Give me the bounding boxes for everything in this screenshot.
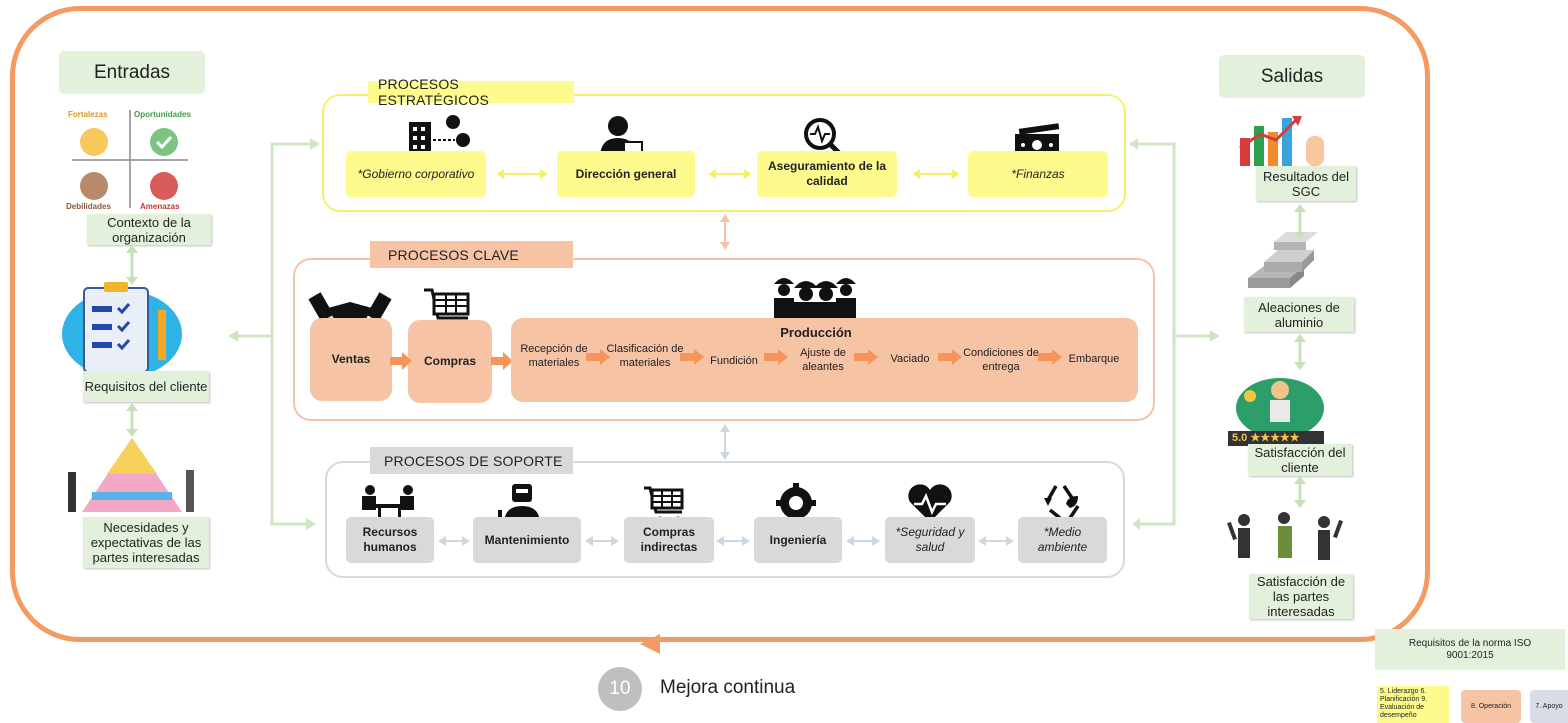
support-processes-group bbox=[325, 461, 1125, 578]
support-box-hr: Recursos humanos bbox=[346, 517, 434, 563]
swot-icon bbox=[72, 110, 188, 208]
key-box-sales: Ventas bbox=[310, 318, 392, 401]
strategic-box-governance: *Gobierno corporativo bbox=[346, 151, 486, 197]
strategic-arrow-2 bbox=[708, 169, 752, 179]
strategic-arrow-1 bbox=[496, 169, 548, 179]
support-box-engineering: Ingeniería bbox=[754, 517, 842, 563]
aluminum-ingots-icon bbox=[1248, 232, 1318, 288]
step-arrow-2 bbox=[680, 349, 704, 365]
key-processes-group bbox=[293, 258, 1155, 421]
step-reception: Recepción de materiales bbox=[520, 343, 588, 369]
legend-yellow: 5. Liderazgo 6. Planificación 9. Evaluac… bbox=[1377, 686, 1449, 723]
legend-gray: 7. Apoyo bbox=[1530, 690, 1568, 723]
output-stakeholder-satisfaction: Satisfacción de las partes interesadas bbox=[1249, 574, 1353, 619]
finance-icon bbox=[1015, 123, 1060, 156]
step-shipping: Embarque bbox=[1068, 353, 1120, 365]
right-connector-1 bbox=[1294, 204, 1306, 240]
strategic-processes-group bbox=[322, 94, 1126, 212]
strategic-box-finance: *Finanzas bbox=[968, 151, 1108, 197]
key-processes-title: PROCESOS CLAVE bbox=[370, 241, 573, 268]
support-box-indirect-purchasing: Compras indirectas bbox=[624, 517, 714, 563]
right-connector-2 bbox=[1294, 334, 1306, 370]
support-arrow-4 bbox=[846, 536, 880, 546]
right-connector-3 bbox=[1294, 476, 1306, 508]
support-arrow-3 bbox=[716, 536, 750, 546]
inputs-header: Entradas bbox=[59, 51, 205, 94]
outputs-header: Salidas bbox=[1219, 55, 1365, 98]
input-stakeholder-needs: Necesidades y expectativas de las partes… bbox=[83, 517, 209, 568]
support-arrow-1 bbox=[438, 536, 470, 546]
swot-weaknesses: Debilidades bbox=[66, 202, 111, 211]
input-context: Contexto de la organización bbox=[87, 214, 211, 245]
strategic-processes-title: PROCESOS ESTRATÉGICOS bbox=[368, 76, 574, 108]
step-arrow-5 bbox=[938, 349, 962, 365]
support-arrow-5 bbox=[978, 536, 1014, 546]
results-chart-icon bbox=[1239, 116, 1324, 166]
frame-arrow-icon bbox=[640, 634, 660, 654]
key-arrow-sales bbox=[390, 352, 412, 370]
swot-strengths: Fortalezas bbox=[68, 110, 108, 119]
checklist-icon bbox=[62, 282, 182, 378]
human-resources-icon bbox=[362, 485, 414, 522]
continuous-improvement-label: Mejora continua bbox=[660, 677, 796, 698]
step-arrow-6 bbox=[1038, 349, 1062, 365]
swot-graphic: Fortalezas Oportunidades Debilidades Ame… bbox=[64, 104, 196, 212]
health-safety-heart-icon bbox=[908, 484, 952, 522]
step-delivery-conditions: Condiciones de entrega bbox=[963, 347, 1039, 373]
step-classification: Clasificación de materiales bbox=[606, 343, 684, 369]
shopping-cart-icon bbox=[424, 288, 470, 332]
improvement-number-badge: 10 bbox=[598, 667, 642, 711]
swot-opportunities: Oportunidades bbox=[134, 110, 191, 119]
step-arrow-1 bbox=[586, 349, 610, 365]
strategic-box-management: Dirección general bbox=[557, 151, 695, 197]
support-box-safety: *Seguridad y salud bbox=[885, 517, 975, 563]
production-box bbox=[511, 318, 1138, 402]
production-label: Producción bbox=[780, 325, 852, 340]
outputs-bracket-connector bbox=[1130, 138, 1220, 530]
left-connector-2 bbox=[126, 403, 138, 437]
strategic-key-connector bbox=[720, 214, 730, 250]
support-processes-title: PROCESOS DE SOPORTE bbox=[370, 447, 573, 474]
legend-peach: 8. Operación bbox=[1461, 690, 1521, 723]
step-arrow-4 bbox=[854, 349, 878, 365]
swot-threats: Amenazas bbox=[140, 202, 180, 211]
inputs-bracket-connector bbox=[228, 138, 320, 530]
key-support-connector bbox=[720, 424, 730, 460]
recycle-icon bbox=[1044, 485, 1080, 520]
stakeholder-pyramid-icon bbox=[68, 438, 194, 512]
customer-satisfaction-icon bbox=[1236, 378, 1324, 438]
support-arrow-2 bbox=[585, 536, 619, 546]
stakeholders-celebrating-icon bbox=[1227, 512, 1343, 560]
step-arrow-3 bbox=[764, 349, 788, 365]
step-casting: Vaciado bbox=[890, 353, 930, 365]
output-qms-results: Resultados del SGC bbox=[1256, 166, 1356, 201]
strategic-arrow-3 bbox=[912, 169, 960, 179]
output-customer-satisfaction: Satisfacción del cliente bbox=[1248, 444, 1352, 476]
key-box-purchasing: Compras bbox=[408, 320, 492, 403]
support-box-environment: *Medio ambiente bbox=[1018, 517, 1107, 563]
support-box-maintenance: Mantenimiento bbox=[473, 517, 581, 563]
strategic-box-quality: Aseguramiento de la calidad bbox=[757, 151, 897, 197]
input-customer-requirements: Requisitos del cliente bbox=[83, 371, 209, 402]
rating-badge: 5.0 ★★★★★ bbox=[1228, 431, 1324, 446]
output-aluminum-alloys: Aleaciones de aluminio bbox=[1244, 297, 1354, 332]
legend-title: Requisitos de la norma ISO 9001:2015 bbox=[1375, 629, 1565, 670]
continuous-improvement-frame bbox=[10, 6, 1430, 642]
left-connector-1 bbox=[126, 245, 138, 285]
step-foundry: Fundición bbox=[710, 355, 758, 367]
production-workers-icon bbox=[774, 278, 856, 322]
step-alloy-adjustment: Ajuste de aleantes bbox=[800, 347, 846, 373]
key-arrow-purchasing bbox=[491, 352, 513, 370]
